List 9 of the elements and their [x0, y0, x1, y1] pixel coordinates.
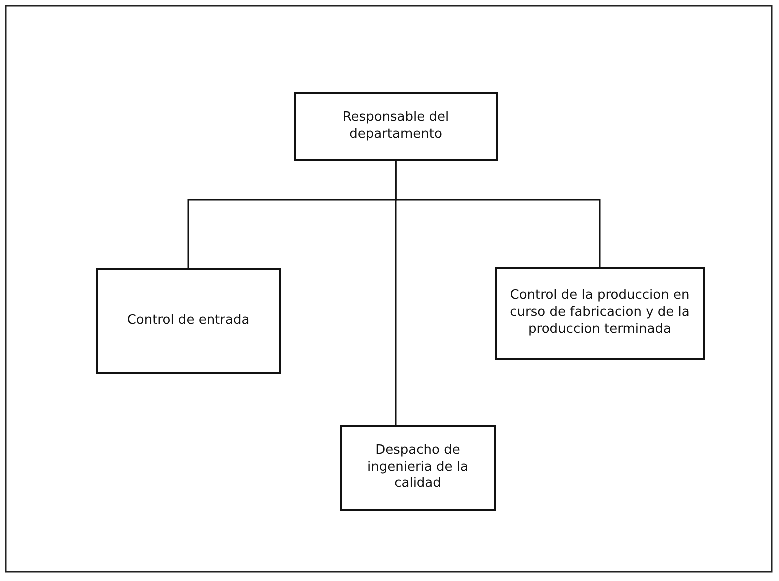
connector-line: [395, 161, 397, 425]
box-label: Despacho de ingenieria de la calidad: [366, 442, 470, 494]
box-label: Control de la produccion en curso de fabricacion y de la produccion terminada: [509, 288, 691, 339]
org-box: [294, 92, 498, 161]
org-box: [340, 425, 496, 511]
box-label: Responsable del departamento: [342, 110, 450, 144]
org-box: [96, 268, 281, 374]
org-box: [495, 267, 705, 360]
box-label: Control de entrada: [127, 312, 250, 330]
